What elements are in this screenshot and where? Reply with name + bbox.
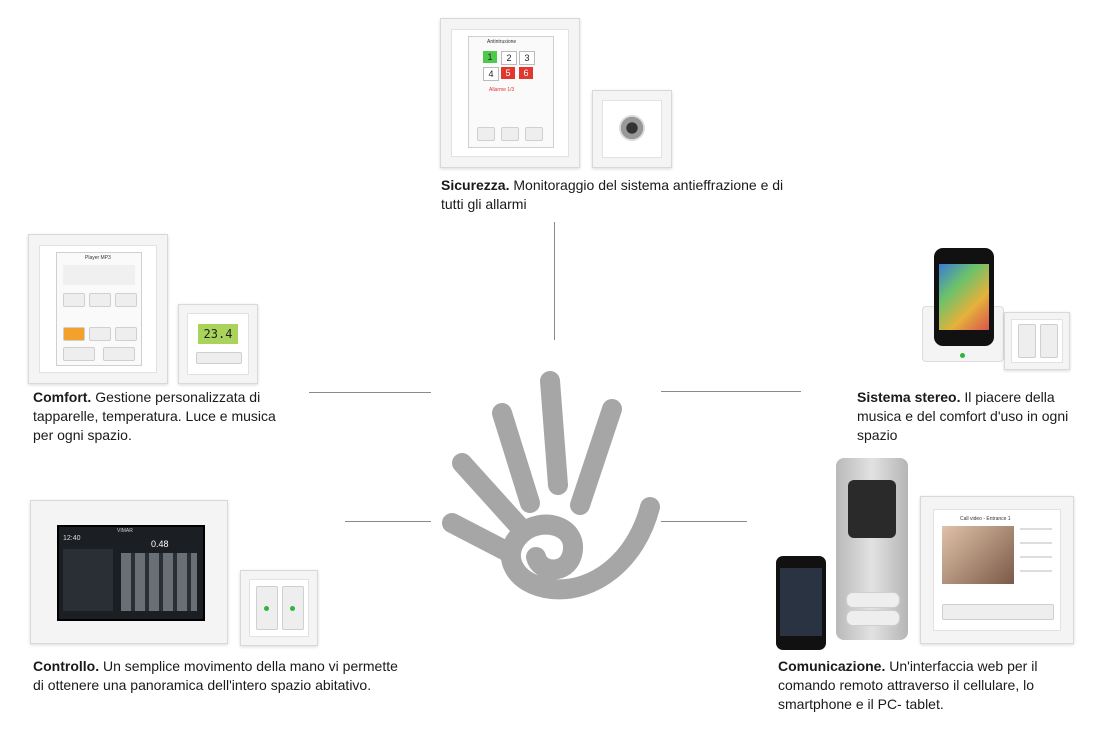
comfort-next-button[interactable] — [115, 293, 137, 307]
security-screen-title: Antintrusione — [487, 39, 517, 45]
comfort-play-button[interactable] — [63, 293, 85, 307]
control-menu-list[interactable] — [63, 549, 113, 611]
videophone-frame: Call video - Entrance 1 — [920, 496, 1074, 644]
caption-comfort: Comfort. Gestione personalizzata di tapp… — [33, 388, 293, 445]
comfort-prev-button[interactable] — [89, 293, 111, 307]
smartphone-device — [776, 556, 826, 650]
videophone-controls[interactable] — [1020, 526, 1052, 584]
caption-comunicazione-text: Un'interfaccia web per il comando remoto… — [778, 658, 1038, 712]
comfort-screen-title: Player MP3 — [85, 255, 111, 261]
security-touch-panel: Antintrusione 1 2 3 4 5 6 Allarme 1/3 — [440, 18, 580, 168]
control-brand: VIMAR — [117, 528, 133, 534]
comfort-back-button[interactable] — [63, 347, 95, 361]
control-time: 12:40 — [63, 535, 81, 542]
security-zone-2[interactable]: 2 — [501, 51, 517, 65]
control-tablet-screen: VIMAR 12:40 0.48 — [57, 525, 205, 621]
stereo-vol-down-button[interactable] — [1018, 324, 1036, 358]
comfort-mode-button[interactable] — [63, 327, 85, 341]
caption-sicurezza-title: Sicurezza. — [441, 177, 510, 193]
thermostat-display: 23.4 — [198, 324, 238, 344]
security-zone-3[interactable]: 3 — [519, 51, 535, 65]
security-zone-5[interactable]: 5 — [501, 67, 515, 79]
security-zone-1[interactable]: 1 — [483, 51, 497, 63]
control-tablet-frame: VIMAR 12:40 0.48 — [30, 500, 228, 644]
comfort-track-info — [63, 265, 135, 285]
stereo-control-module — [1004, 312, 1070, 370]
security-btn-1[interactable] — [477, 127, 495, 141]
caption-controllo: Controllo. Un semplice movimento della m… — [33, 657, 403, 695]
thermostat-buttons[interactable] — [196, 352, 242, 364]
entry-call-button-2[interactable] — [846, 610, 900, 626]
security-zone-6[interactable]: 6 — [519, 67, 533, 79]
hand-spiral-logo — [442, 371, 660, 600]
security-alarm-text: Allarme 1/3 — [489, 87, 515, 93]
iphone-device — [934, 248, 994, 346]
videophone-title: Call video - Entrance 1 — [960, 516, 1011, 522]
control-led-2 — [290, 606, 295, 611]
caption-sicurezza-text: Monitoraggio del sistema antieffrazione … — [441, 177, 784, 212]
connector-top — [554, 222, 555, 340]
videophone-bottom-buttons[interactable] — [942, 604, 1054, 620]
control-led-1 — [264, 606, 269, 611]
iphone-screen — [939, 264, 989, 330]
connector-right-bottom — [661, 521, 747, 522]
caption-controllo-text: Un semplice movimento della mano vi perm… — [33, 658, 398, 693]
caption-comfort-text: Gestione personalizzata di tapparelle, t… — [33, 389, 276, 443]
comfort-screen: Player MP3 — [56, 252, 142, 366]
comfort-shuffle-button[interactable] — [115, 327, 137, 341]
caption-comunicazione: Comunicazione. Un'interfaccia web per il… — [778, 657, 1078, 714]
security-btn-2[interactable] — [501, 127, 519, 141]
caption-sicurezza: Sicurezza. Monitoraggio del sistema anti… — [441, 176, 801, 214]
smartphone-screen — [780, 568, 822, 636]
comfort-ok-button[interactable] — [103, 347, 135, 361]
control-tiles[interactable] — [121, 553, 197, 611]
caption-stereo-title: Sistema stereo. — [857, 389, 961, 405]
caption-comfort-title: Comfort. — [33, 389, 92, 405]
entry-camera-icon — [848, 480, 896, 538]
control-temp: 0.48 — [151, 539, 169, 549]
stereo-led — [960, 353, 965, 358]
entry-call-button-1[interactable] — [846, 592, 900, 608]
security-zone-4[interactable]: 4 — [483, 67, 499, 81]
connector-right-top — [661, 391, 801, 392]
caption-controllo-title: Controllo. — [33, 658, 100, 674]
control-switch-module — [240, 570, 318, 646]
caption-stereo-text: Il piacere della musica e del comfort d'… — [857, 389, 1069, 443]
camera-module — [592, 90, 672, 168]
connector-left-bottom — [345, 521, 431, 522]
caption-comunicazione-title: Comunicazione. — [778, 658, 886, 674]
videophone-video — [942, 526, 1014, 584]
security-screen: Antintrusione 1 2 3 4 5 6 Allarme 1/3 — [468, 36, 554, 148]
connector-left-top — [309, 392, 431, 393]
comfort-loop-button[interactable] — [89, 327, 111, 341]
stereo-vol-up-button[interactable] — [1040, 324, 1058, 358]
security-btn-3[interactable] — [525, 127, 543, 141]
camera-lens-icon — [619, 115, 645, 141]
caption-stereo: Sistema stereo. Il piacere della musica … — [857, 388, 1087, 445]
comfort-touch-panel: Player MP3 — [28, 234, 168, 384]
thermostat-module: 23.4 — [178, 304, 258, 384]
outdoor-entry-panel — [836, 458, 908, 640]
